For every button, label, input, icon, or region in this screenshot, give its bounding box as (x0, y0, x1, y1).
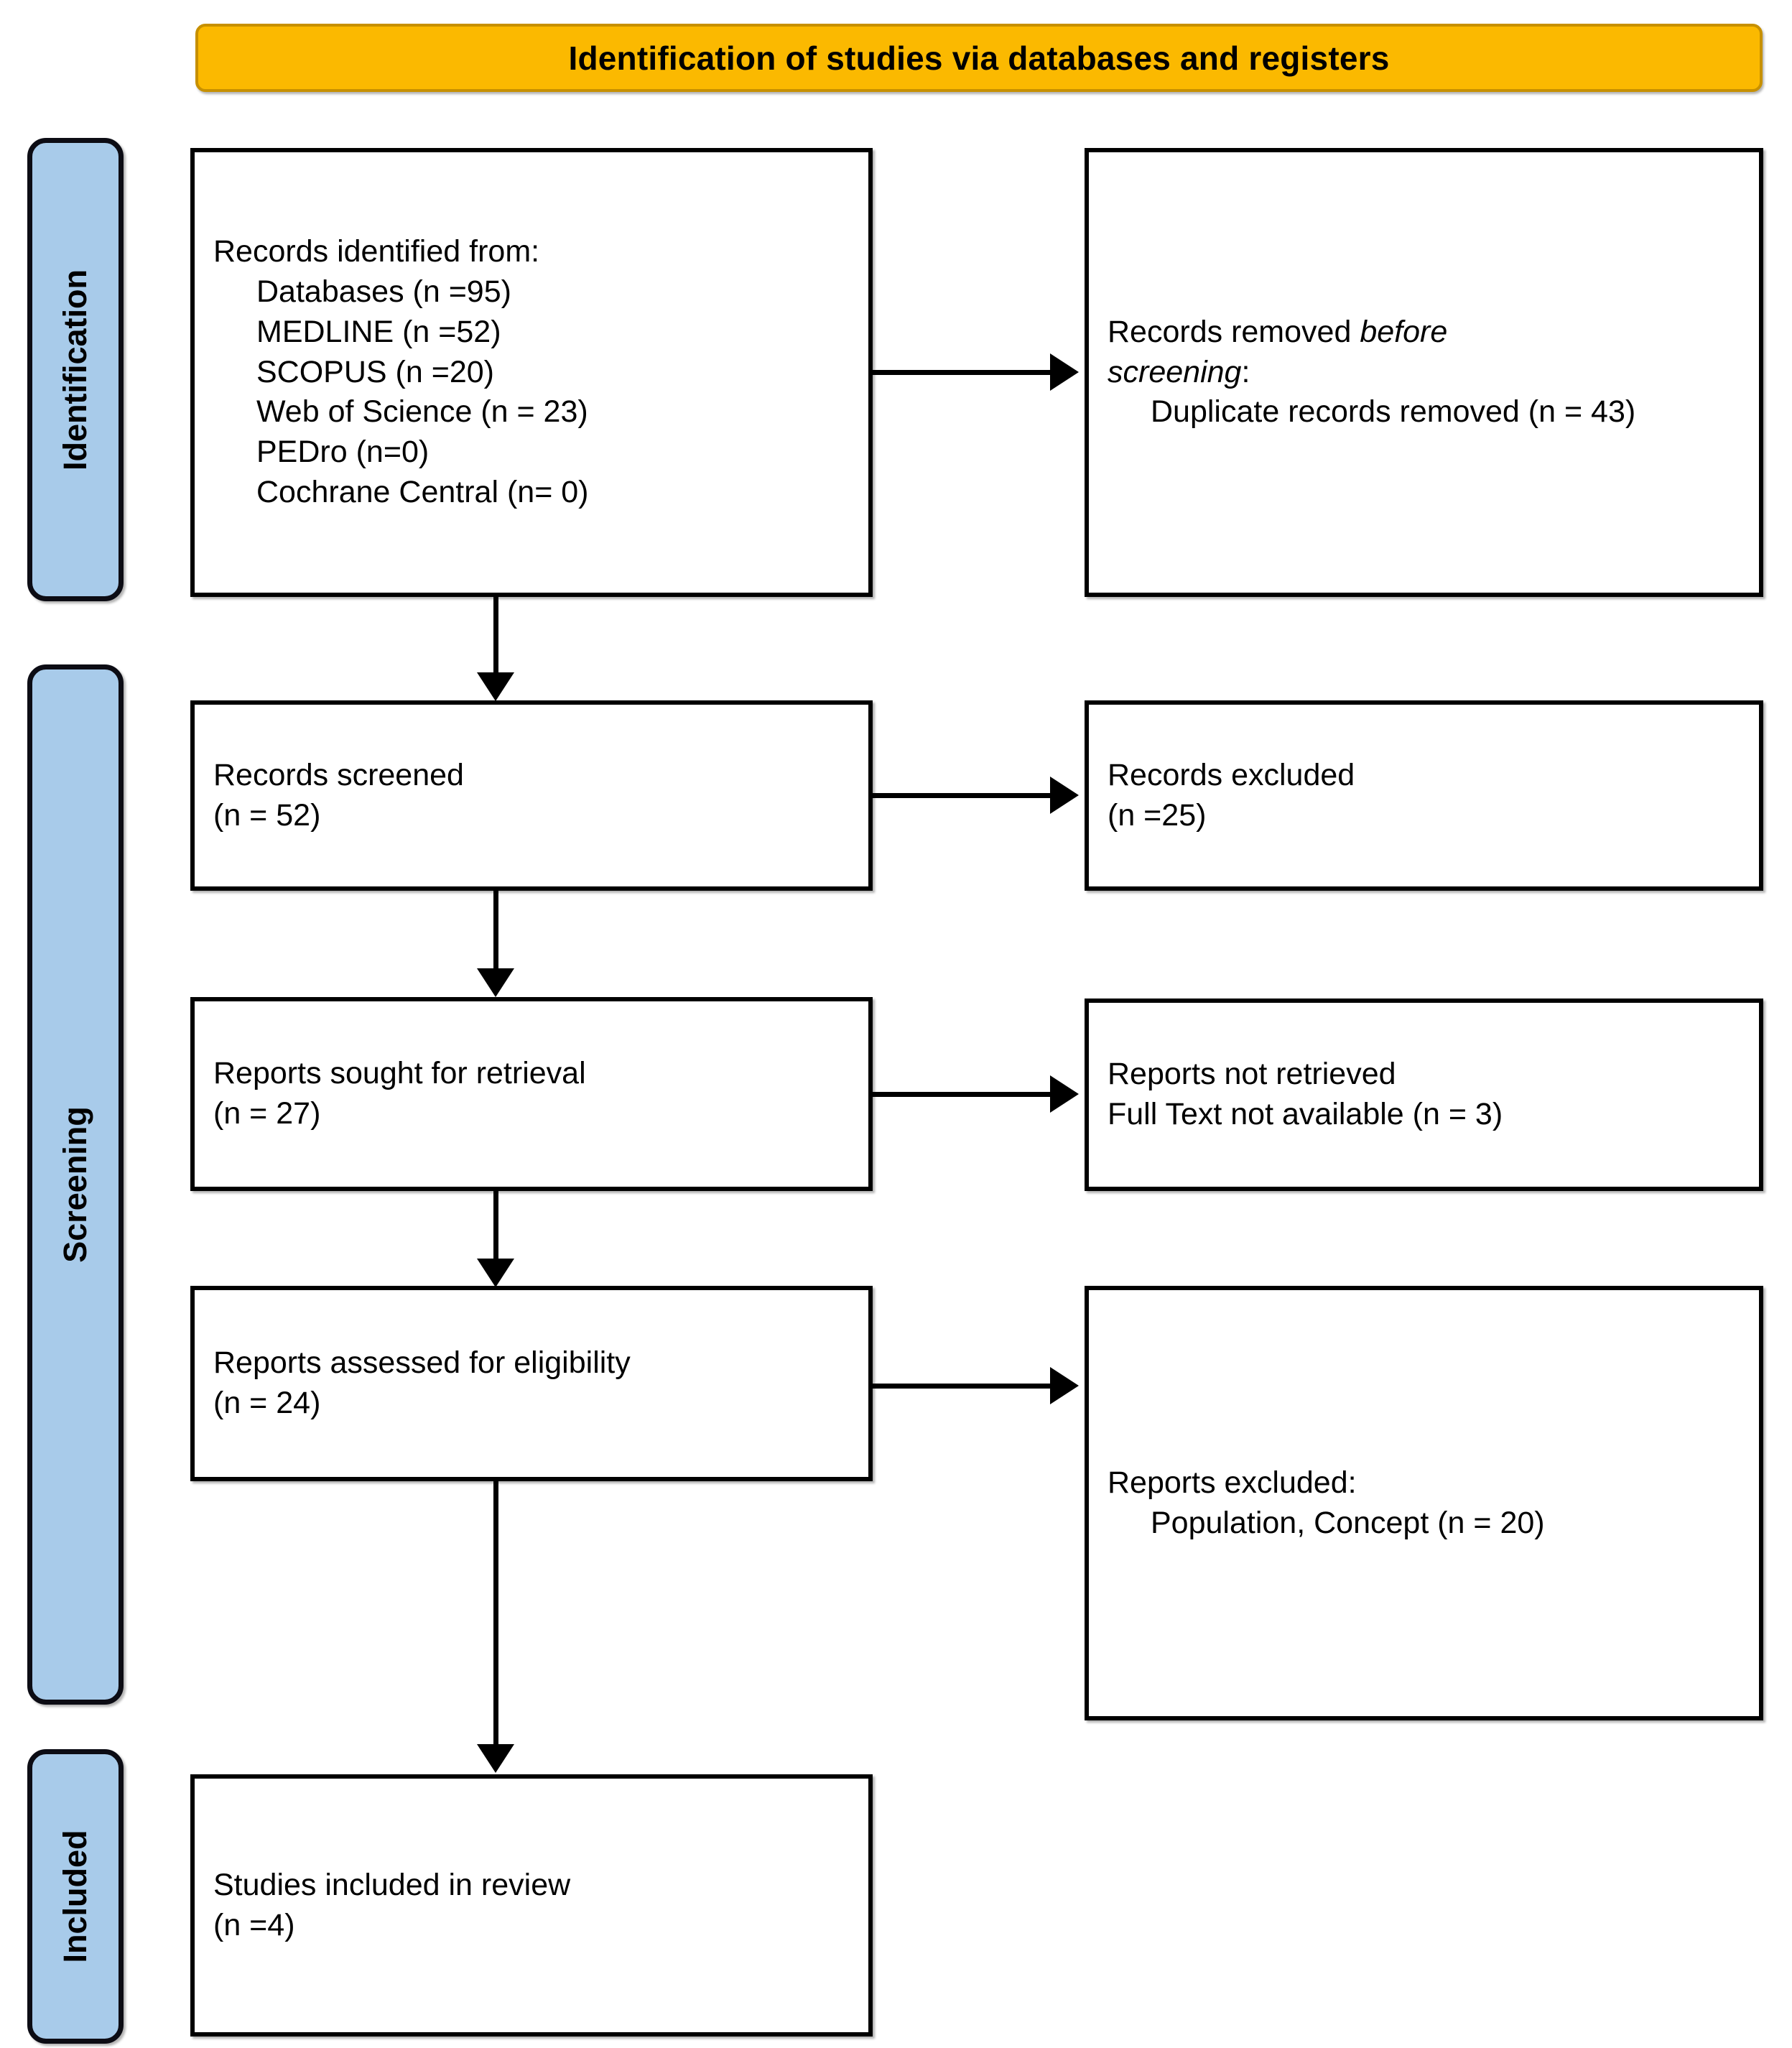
box-reports-sought: Reports sought for retrieval (n = 27) (190, 997, 873, 1191)
reports-not-retrieved-detail: Full Text not available (n = 3) (1108, 1097, 1503, 1131)
studies-included-label: Studies included in review (213, 1867, 571, 1902)
phase-label-identification: Identification (27, 138, 124, 601)
records-identified-heading: Records identified from: (213, 233, 540, 269)
connector-screened-to-sought-line (493, 891, 498, 972)
connector-screened-to-excluded-arrow (1050, 777, 1079, 814)
connector-assessed-to-included-line (493, 1481, 498, 1748)
source-web-of-science: Web of Science (n = 23) (256, 394, 588, 430)
connector-sought-to-assessed-arrow (477, 1259, 514, 1287)
records-removed-heading-line1: Records removed before (1089, 312, 1759, 353)
box-records-excluded: Records excluded (n =25) (1085, 700, 1763, 891)
reports-not-retrieved-label: Reports not retrieved (1108, 1057, 1396, 1092)
source-scopus: SCOPUS (n =20) (256, 354, 494, 389)
phase-label-included: Included (27, 1749, 124, 2044)
records-removed-heading-italic: before (1360, 314, 1448, 349)
phase-label-screening: Screening (27, 664, 124, 1705)
source-databases: Databases (n =95) (256, 274, 511, 309)
studies-included-count: (n =4) (213, 1907, 295, 1942)
phase-label-identification-text: Identification (57, 269, 93, 471)
connector-sought-to-assessed-line (493, 1191, 498, 1274)
reports-sought-label: Reports sought for retrieval (213, 1056, 586, 1091)
header-banner: Identification of studies via databases … (195, 24, 1763, 92)
records-removed-screening-italic: screening (1108, 354, 1242, 389)
connector-assessed-to-included-arrow (477, 1744, 514, 1773)
reports-excluded-reason: Population, Concept (n = 20) (1151, 1505, 1545, 1540)
phase-label-included-text: Included (57, 1830, 93, 1963)
connector-identified-to-removed-line (873, 370, 1052, 375)
duplicate-records-removed: Duplicate records removed (n = 43) (1151, 394, 1636, 430)
reports-assessed-label: Reports assessed for eligibility (213, 1345, 631, 1381)
phase-label-screening-text: Screening (57, 1106, 93, 1263)
records-removed-colon: : (1241, 354, 1250, 389)
connector-identified-to-screened-line (493, 597, 498, 676)
connector-sought-to-notretrieved-arrow (1050, 1075, 1079, 1113)
records-screened-count: (n = 52) (213, 797, 321, 833)
banner-title: Identification of studies via databases … (568, 39, 1390, 77)
records-excluded-label: Records excluded (1108, 757, 1355, 792)
box-studies-included: Studies included in review (n =4) (190, 1774, 873, 2037)
records-screened-label: Records screened (213, 757, 464, 792)
connector-screened-to-sought-arrow (477, 968, 514, 997)
box-records-removed-before-screening: Records removed before screening: Duplic… (1085, 148, 1763, 597)
box-records-screened: Records screened (n = 52) (190, 700, 873, 891)
box-reports-excluded: Reports excluded: Population, Concept (n… (1085, 1286, 1763, 1720)
source-pedro: PEDro (n=0) (256, 435, 430, 470)
connector-assessed-to-repexcluded-line (873, 1384, 1052, 1389)
connector-assessed-to-repexcluded-arrow (1050, 1367, 1079, 1404)
records-removed-heading-plain: Records removed (1108, 314, 1360, 349)
reports-assessed-count: (n = 24) (213, 1386, 321, 1420)
box-reports-not-retrieved: Reports not retrieved Full Text not avai… (1085, 998, 1763, 1191)
reports-sought-count: (n = 27) (213, 1096, 321, 1131)
connector-screened-to-excluded-line (873, 793, 1052, 798)
connector-identified-to-screened-arrow (477, 672, 514, 701)
box-records-identified: Records identified from: Databases (n =9… (190, 148, 873, 597)
records-excluded-count: (n =25) (1108, 797, 1207, 833)
source-medline: MEDLINE (n =52) (256, 314, 501, 349)
box-reports-assessed: Reports assessed for eligibility (n = 24… (190, 1286, 873, 1481)
connector-identified-to-removed-arrow (1050, 353, 1079, 391)
connector-sought-to-notretrieved-line (873, 1092, 1052, 1097)
records-removed-heading-line2: screening: (1089, 353, 1759, 393)
reports-excluded-heading: Reports excluded: (1108, 1465, 1357, 1500)
source-cochrane-central: Cochrane Central (n= 0) (256, 475, 589, 510)
